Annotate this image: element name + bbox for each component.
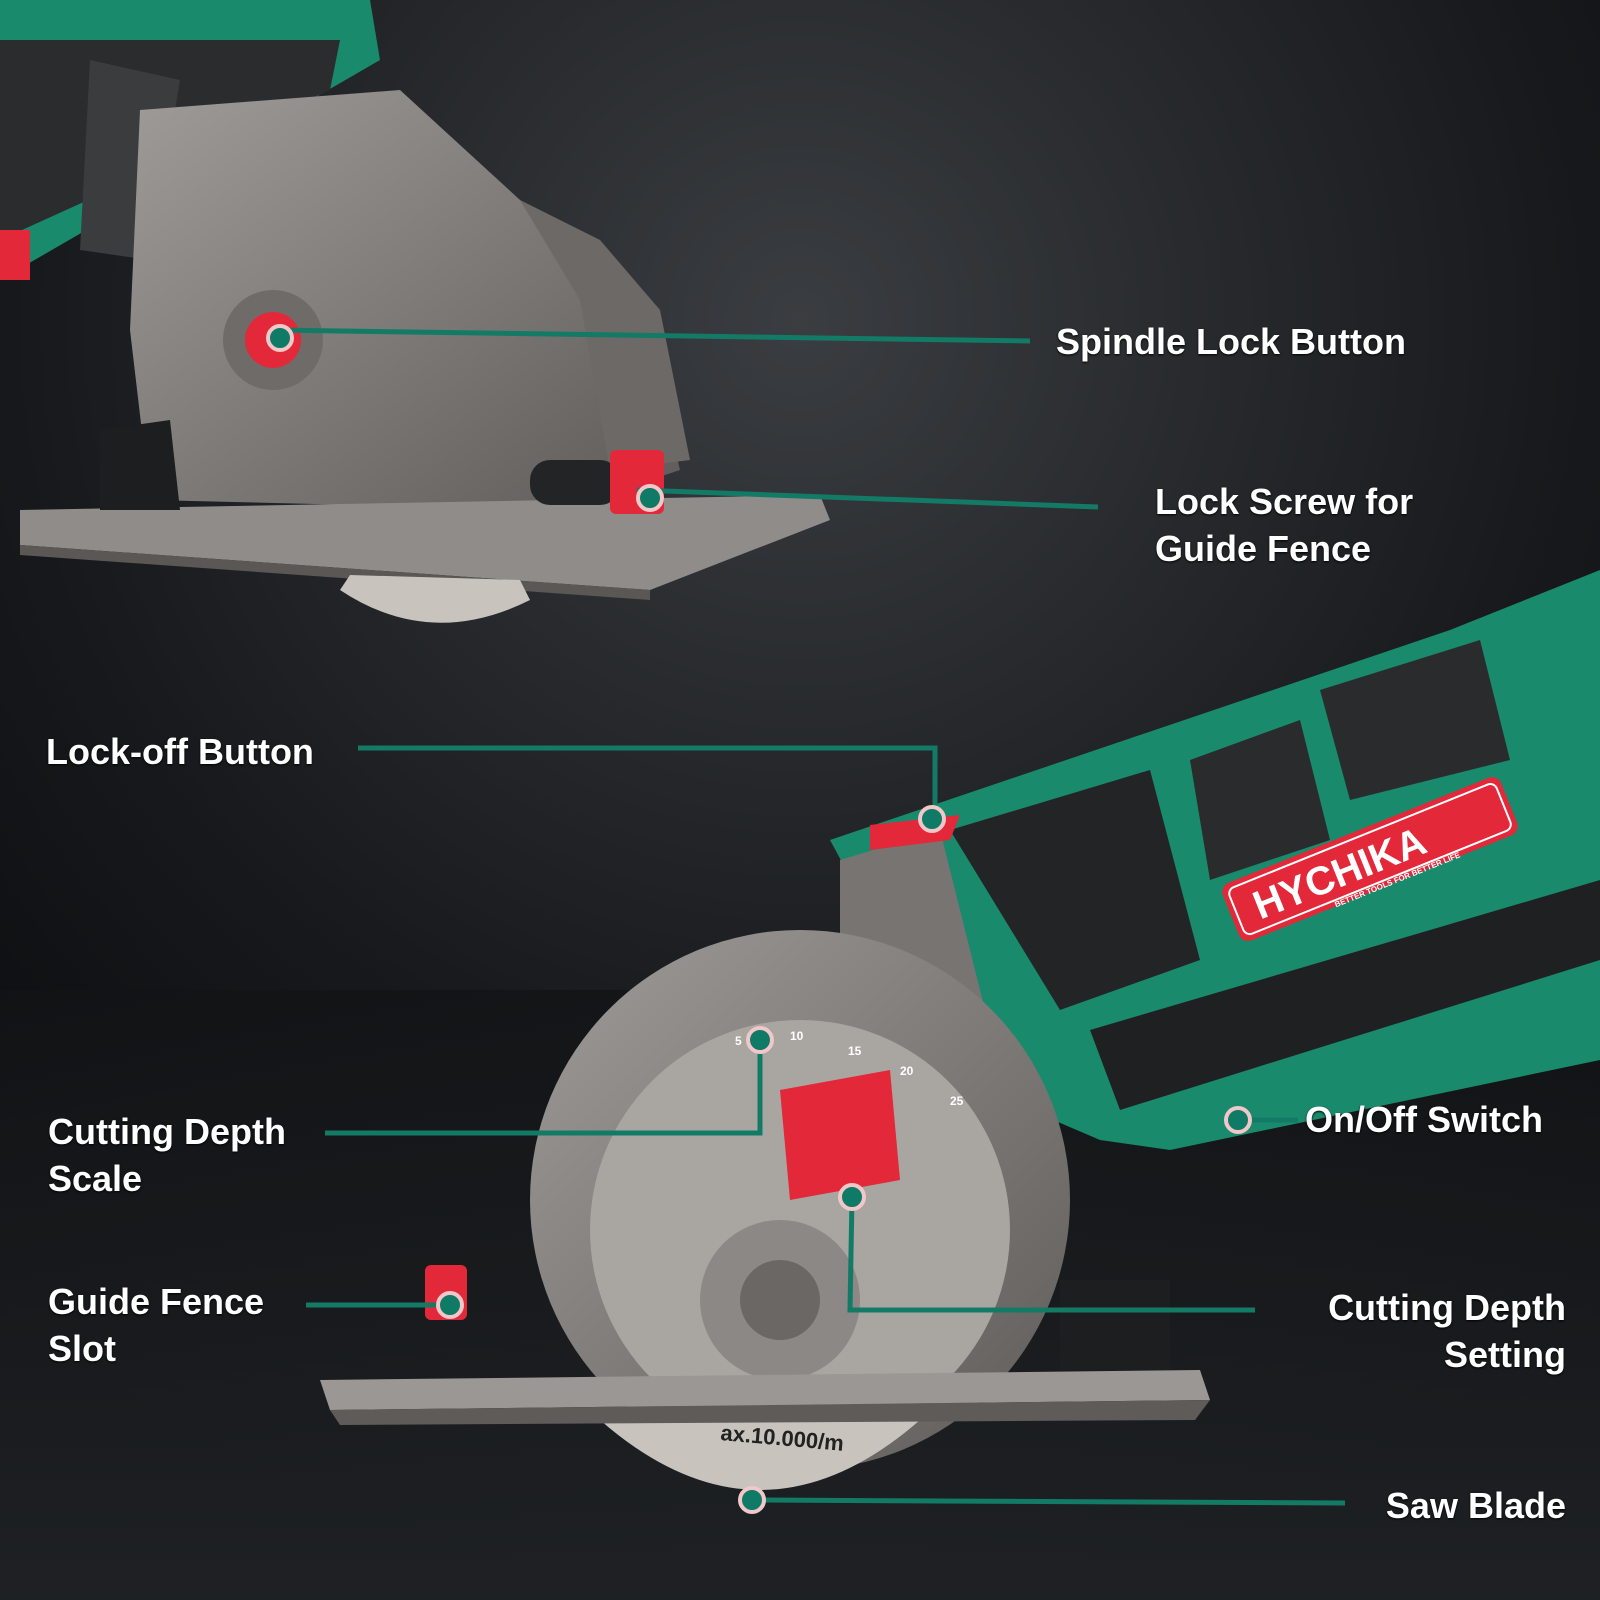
marker-dot: [636, 484, 664, 512]
marker-dot: [746, 1026, 774, 1054]
marker-dot: [1224, 1106, 1252, 1134]
label-on-off-switch: On/Off Switch: [1305, 1099, 1543, 1140]
depth-tick: 20: [900, 1064, 914, 1078]
leader-cutting-depth-scale: [325, 1040, 763, 1136]
depth-scale-ticks: 5 10 15 20 25: [735, 1029, 964, 1108]
leader-saw-blade: [751, 1497, 1346, 1506]
label-guide-fence-slot: Guide Fence Slot: [48, 1281, 265, 1369]
marker-dot: [738, 1486, 766, 1514]
top-saw: [0, 0, 830, 623]
label-lock-off-button: Lock-off Button: [46, 731, 314, 772]
leader-spindle-lock: [272, 327, 1031, 344]
leader-cutting-depth-setting: [847, 1196, 1255, 1313]
marker-dot: [436, 1291, 464, 1319]
depth-tick: 10: [790, 1029, 804, 1043]
label-cutting-depth-scale: Cutting Depth Scale: [48, 1111, 286, 1199]
label-saw-blade: Saw Blade: [1385, 1485, 1566, 1526]
leader-lock-screw: [636, 487, 1099, 510]
depth-tick: 25: [950, 1094, 964, 1108]
marker-dot: [838, 1183, 866, 1211]
marker-dots: [266, 324, 1252, 1514]
marker-dot: [266, 324, 294, 352]
label-spindle-lock-button: Spindle Lock Button: [1056, 321, 1406, 362]
leader-lock-off: [358, 745, 938, 818]
depth-tick: 5: [735, 1034, 742, 1048]
depth-tick: 15: [848, 1044, 862, 1058]
marker-dot: [918, 805, 946, 833]
label-cutting-depth-setting: Cutting Depth Setting: [1328, 1287, 1566, 1375]
bottom-saw: ax.10.000/m 5 10 15 20 25 HYCHIKA BETTER…: [320, 570, 1600, 1490]
label-lock-screw-guide-fence: Lock Screw for Guide Fence: [1155, 481, 1414, 569]
